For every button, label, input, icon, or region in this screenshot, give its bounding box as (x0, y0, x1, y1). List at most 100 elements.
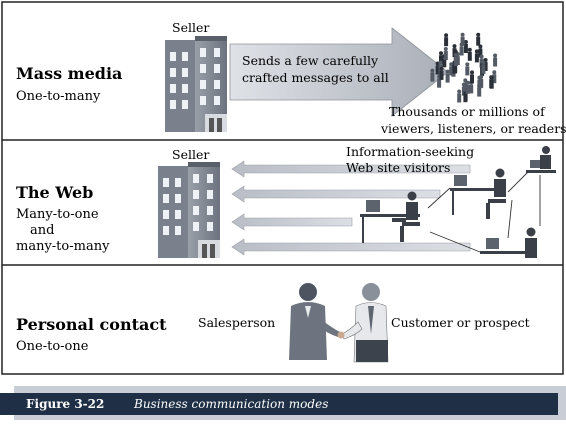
crowd-person-head (493, 53, 498, 58)
web-subtitle-line2: and (30, 223, 54, 238)
personal-subtitle: One-to-one (16, 339, 89, 354)
customer-label: Customer or prospect (391, 315, 530, 330)
crowd-person-body (459, 46, 464, 56)
mass-media-subtitle: One-to-many (16, 89, 101, 104)
crowd-person-head (479, 54, 484, 59)
crowd-person-body (477, 87, 482, 97)
network-links (427, 171, 541, 253)
crowd-person-head (449, 62, 454, 67)
crowd-person-body (465, 66, 470, 76)
inbound-arrows (231, 160, 471, 256)
crowd-person-body (442, 58, 447, 68)
inbound-arrow-1 (231, 160, 471, 178)
crowd-person-head (457, 89, 462, 94)
crowd-person-head (438, 60, 443, 65)
crowd-person-body (470, 74, 474, 84)
crowd-person-body (481, 64, 486, 74)
crowd-person-body (439, 55, 443, 65)
arrow-text-line1: Sends a few carefully (242, 53, 379, 68)
inbound-arrow-4 (231, 238, 471, 256)
web-subtitle-line1: Many-to-one (16, 207, 99, 222)
crowd-person-body (437, 78, 442, 88)
personal-panel: Personal contact One-to-one Salesperson … (16, 283, 530, 363)
crowd-person-head (445, 69, 450, 74)
crowd-person-body (452, 64, 457, 74)
web-subtitle-line3: many-to-many (16, 239, 110, 254)
figure-number: Figure 3-22 (26, 397, 105, 411)
crowd-person-head (481, 60, 486, 65)
arrow-text-line2: crafted messages to all (242, 70, 389, 85)
crowd-person-body (479, 78, 484, 88)
crowd-person-body (444, 37, 449, 47)
crowd-person-body (465, 84, 470, 94)
web-seller-label: Seller (172, 147, 209, 162)
crowd-person-body (443, 51, 448, 60)
customer-figure-icon (341, 283, 389, 363)
crowd-person-head (492, 70, 497, 75)
crowd-person-head (453, 49, 458, 54)
salesperson-figure-icon (289, 283, 340, 360)
crowd-person-body (435, 65, 440, 75)
crowd-person-head (452, 44, 457, 49)
crowd-person-body (439, 70, 444, 80)
audience-line2: viewers, listeners, or readers (380, 121, 566, 136)
web-panel: The Web Many-to-one and many-to-many Sel… (16, 144, 556, 258)
crowd-person-head (467, 47, 472, 52)
crowd-person-body (463, 82, 468, 92)
seller-building-icon (165, 36, 227, 132)
crowd-person-head (459, 42, 464, 47)
figure-caption-text: Business communication modes (134, 397, 329, 411)
audience-crowd-icon (430, 32, 498, 103)
visitors-line1: Information-seeking (346, 144, 474, 159)
crowd-person-head (439, 66, 444, 71)
crowd-person-body (489, 79, 494, 89)
crowd-person-body (463, 93, 468, 103)
crowd-person-body (445, 73, 450, 83)
outer-frame (1, 1, 564, 375)
crowd-person-body (449, 66, 454, 76)
crowd-person-head (483, 58, 488, 62)
crowd-person-body (469, 84, 474, 94)
crowd-person-head (470, 70, 474, 75)
visitors-line2: Web site visitors (346, 160, 450, 175)
web-seller-building-icon (158, 162, 220, 258)
crowd-person-head (479, 74, 484, 79)
mass-media-seller-label: Seller (172, 20, 209, 35)
salesperson-label: Salesperson (198, 315, 275, 330)
crowd-person-body (463, 44, 468, 53)
mass-media-title: Mass media (16, 64, 122, 83)
crowd-person-head (453, 53, 458, 57)
mass-media-panel: Mass media One-to-many Seller Sen (16, 20, 566, 136)
crowd-person-body (460, 36, 465, 46)
crowd-person-head (489, 75, 494, 80)
crowd-person-head (443, 47, 448, 51)
crowd-person-body (457, 93, 462, 103)
crowd-person-body (493, 57, 498, 67)
crowd-person-head (430, 68, 435, 73)
crowd-person-head (474, 49, 479, 54)
crowd-person-body (467, 51, 472, 61)
web-title: The Web (16, 183, 93, 202)
crowd-person-head (439, 51, 443, 56)
audience-line1: Thousands or millions of (389, 104, 546, 119)
crowd-person-body (474, 53, 479, 63)
crowd-person-head (444, 33, 449, 38)
inbound-arrow-2 (231, 185, 441, 203)
crowd-person-head (463, 78, 468, 83)
crowd-person-body (476, 36, 481, 46)
inbound-arrow-3 (231, 213, 353, 231)
personal-title: Personal contact (16, 315, 167, 334)
crowd-person-body (492, 74, 497, 84)
broadcast-arrow (229, 27, 449, 117)
handshake-icon (337, 331, 345, 339)
crowd-person-head (476, 32, 481, 37)
crowd-person-body (483, 62, 488, 71)
crowd-person-body (478, 48, 483, 58)
crowd-person-body (453, 57, 458, 66)
crowd-person-body (430, 72, 435, 82)
crowd-person-head (460, 32, 465, 37)
figure-caption-bar: Figure 3-22 Business communication modes (0, 393, 558, 415)
web-visitors-icon (360, 146, 556, 258)
crowd-person-head (463, 40, 468, 44)
